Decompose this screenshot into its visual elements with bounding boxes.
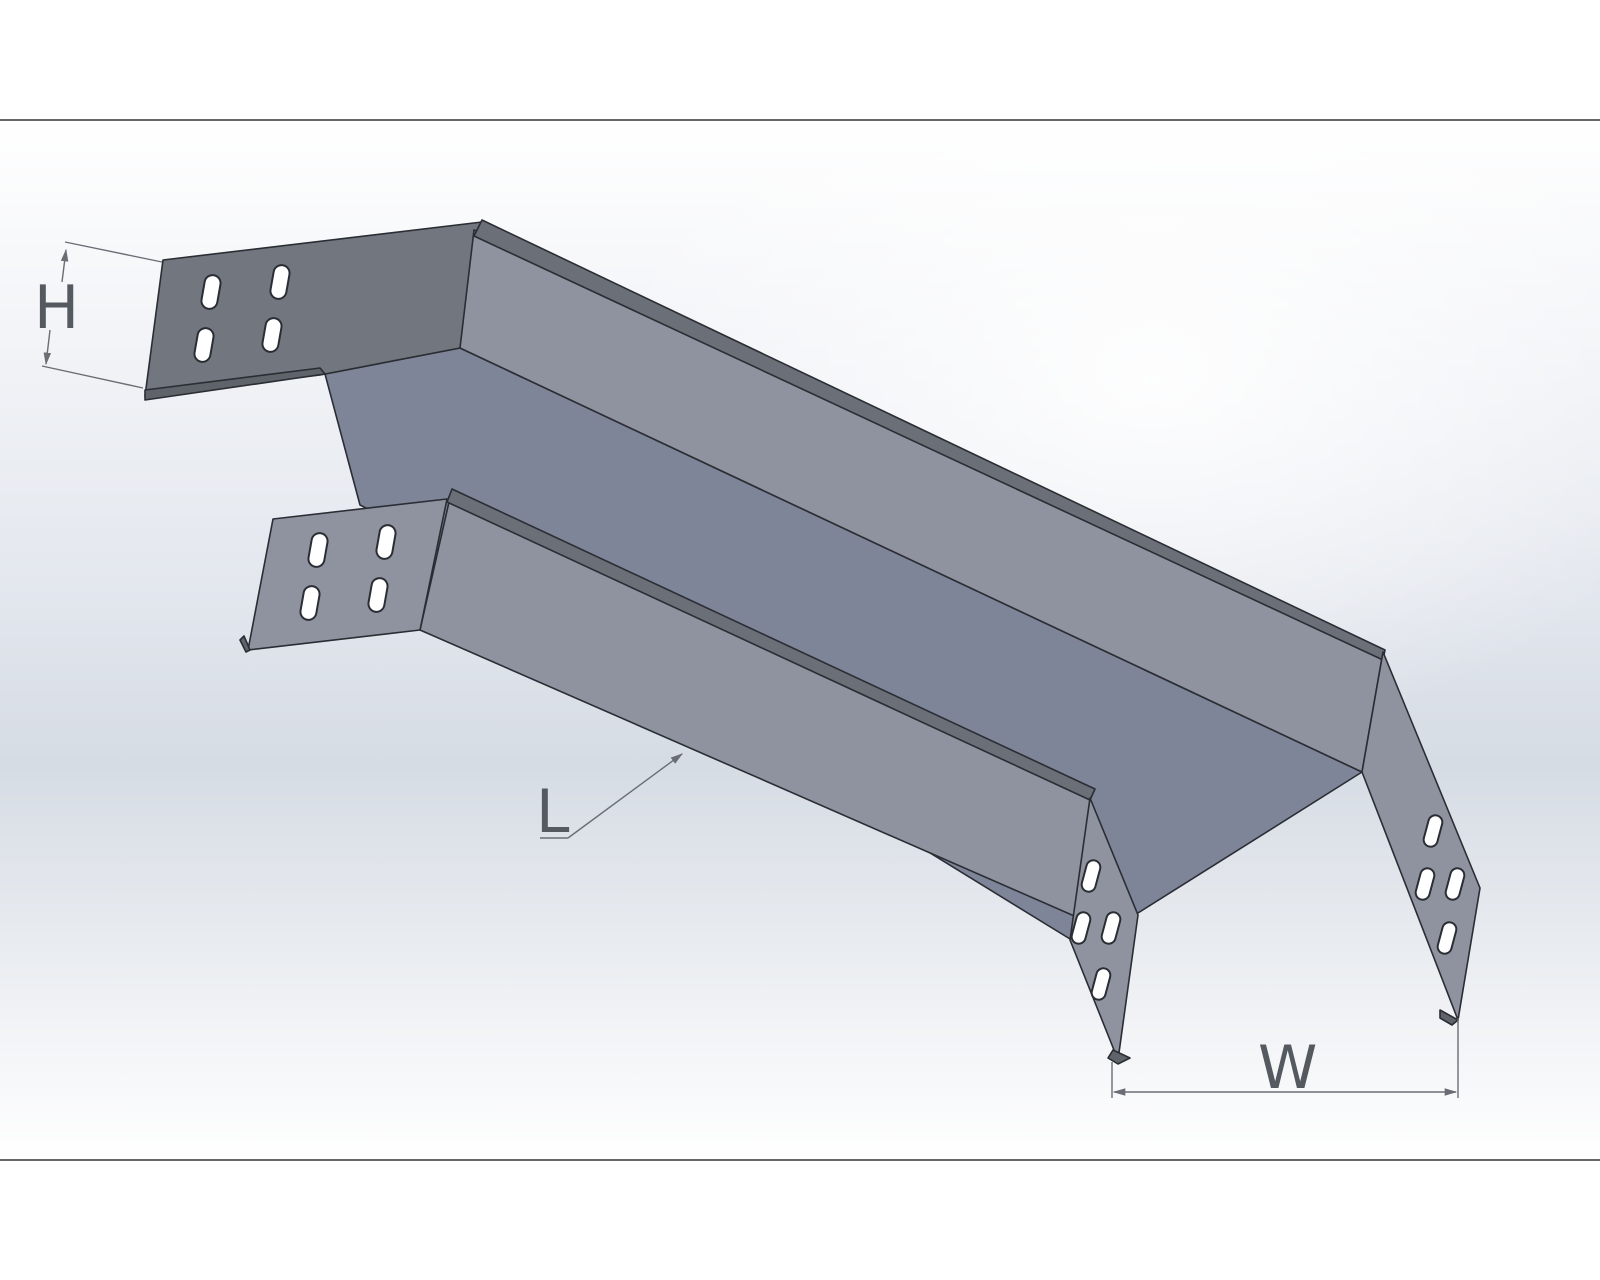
right-flange-back-lip [1439, 1009, 1459, 1026]
right-front-flange-slots [1070, 859, 1122, 1001]
left-flange-bottom-lip [144, 367, 326, 401]
length-dimension: L [536, 753, 684, 847]
width-dimension: W [1111, 1018, 1459, 1103]
left-end-flange [144, 221, 483, 397]
length-label: L [536, 777, 570, 847]
height-label: H [34, 273, 79, 343]
right-flange-front-lip [1107, 1049, 1131, 1065]
right-back-flange-slots [1414, 814, 1466, 955]
width-label: W [1258, 1033, 1317, 1103]
front-end-flange [247, 498, 448, 651]
left-flange-slots [193, 264, 291, 363]
front-flange-lip [239, 635, 251, 653]
cable-tray-reducer [144, 219, 1481, 1065]
height-dimension: H [34, 241, 163, 389]
front-flange-slots [299, 524, 397, 621]
